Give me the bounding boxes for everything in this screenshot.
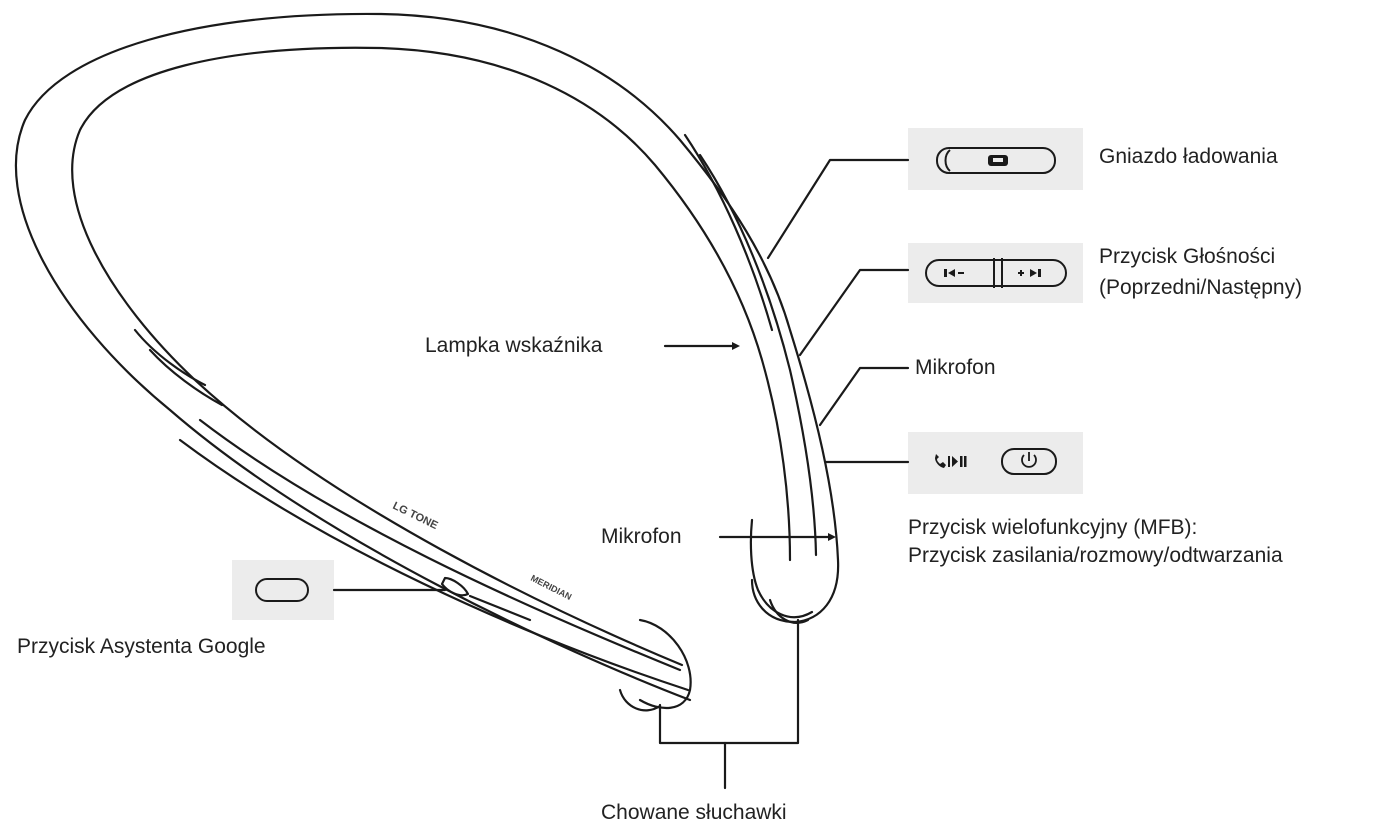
neckband-outer-outline [14,12,840,702]
label-indicator-lamp: Lampka wskaźnika [425,334,603,357]
prev-volume-down-icon [944,269,947,277]
left-joint-2 [148,348,224,407]
leader-earbuds-bracket [658,618,800,745]
left-earbud-tip [618,688,662,712]
label-google-assistant-button: Przycisk Asystenta Google [17,635,266,658]
google-assistant-inset [232,560,334,620]
left-rail-line [468,594,532,622]
neckband-highlight-line-4 [683,133,774,332]
mfb-button-housing [1001,448,1057,475]
power-icon [1021,452,1037,468]
label-mfb-line1: Przycisk wielofunkcyjny (MFB): [908,516,1198,539]
charging-port-housing [936,147,1056,174]
neckband-highlight-line-3 [698,153,818,557]
neckband-inner-outline [71,46,792,667]
phone-play-pause-icon [935,454,967,468]
label-microphone-upper: Mikrofon [915,356,996,379]
label-mfb-line2: Przycisk zasilania/rozmowy/odtwarzania [908,544,1283,567]
google-assistant-button-icon [255,578,309,602]
label-volume-button-line1: Przycisk Głośności [1099,245,1276,268]
leader-microphone-upper [818,366,910,427]
arrow-microphone-lower [828,533,836,541]
neckband-highlight-line-2 [178,438,690,692]
volume-button-inset [908,243,1083,303]
volume-button-housing [925,259,1067,287]
label-microphone-lower: Mikrofon [601,525,682,548]
band-logo-lg-tone: LG TONE [391,500,440,532]
arrow-indicator-lamp [732,342,740,350]
left-joint-1 [133,328,207,387]
label-retractable-earbuds: Chowane słuchawki [601,801,787,824]
leader-charging-port [766,158,910,260]
label-charging-port: Gniazdo ładowania [1099,145,1278,168]
right-earbud-tip [768,598,810,624]
right-earbud-housing [749,518,814,619]
neckband-highlight-line-1 [198,418,682,672]
label-volume-button-line2: (Poprzedni/Następny) [1099,276,1303,299]
leader-volume-button [798,268,910,357]
google-assistant-button-on-band [440,576,470,597]
next-volume-up-icon [1018,269,1041,277]
